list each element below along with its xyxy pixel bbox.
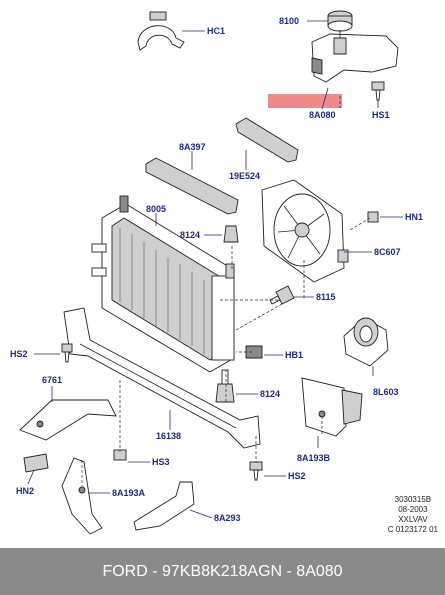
mount-8l603[interactable] (343, 317, 389, 367)
mount-8124-top[interactable] (223, 225, 239, 243)
fan-shroud-8c607[interactable] (261, 179, 349, 283)
seal-8a397[interactable] (145, 157, 239, 215)
label-hc1[interactable]: HC1 (207, 26, 225, 36)
label-hn1[interactable]: HN1 (405, 212, 423, 222)
label-8l603[interactable]: 8L603 (373, 387, 399, 397)
label-8100[interactable]: 8100 (279, 16, 299, 26)
bracket-8a193b[interactable] (301, 377, 363, 437)
sensor-8115[interactable] (269, 285, 295, 305)
expansion-tank-8a080[interactable] (311, 30, 399, 83)
bracket-8a193a[interactable] (61, 457, 103, 535)
radiator-8005[interactable] (91, 195, 235, 373)
label-6761[interactable]: 6761 (42, 375, 62, 385)
screw-hs2-left[interactable] (61, 343, 73, 363)
seal-19e524[interactable] (235, 117, 299, 163)
label-8124-top[interactable]: 8124 (180, 230, 200, 240)
parts-diagram: HC1 8100 8A080 HS1 8A397 19E524 8005 812… (10, 10, 423, 535)
screw-hs1[interactable] (371, 81, 385, 101)
label-hn2[interactable]: HN2 (16, 486, 34, 496)
reference-date: 08-2003 (398, 505, 428, 514)
label-8a080[interactable]: 8A080 (309, 110, 336, 120)
label-8a293[interactable]: 8A293 (214, 513, 241, 523)
reference-variant: XXLVAV (398, 515, 428, 524)
bracket-hb1[interactable] (245, 345, 263, 359)
label-8a193b[interactable]: 8A193B (297, 453, 331, 463)
label-8005[interactable]: 8005 (146, 204, 166, 214)
nut-hn1[interactable] (367, 211, 379, 223)
label-hb1[interactable]: HB1 (285, 350, 303, 360)
reference-code: 3030315B (394, 495, 432, 504)
screw-hs2-right[interactable] (249, 461, 263, 481)
selected-part-highlight (268, 94, 342, 108)
label-19e524[interactable]: 19E524 (229, 171, 260, 181)
alignment-lines (81, 96, 371, 486)
label-8a193a[interactable]: 8A193A (112, 488, 146, 498)
nut-hn2[interactable] (23, 453, 49, 473)
label-hs2-left[interactable]: HS2 (10, 349, 28, 359)
reference-catalog-number: C 0123172 01 (387, 525, 438, 534)
label-8124-bottom[interactable]: 8124 (260, 389, 280, 399)
bracket-6761[interactable] (19, 399, 117, 441)
label-hs3[interactable]: HS3 (152, 457, 170, 467)
label-16138[interactable]: 16138 (156, 431, 181, 441)
label-hs1[interactable]: HS1 (372, 110, 390, 120)
mount-8124-bottom[interactable] (215, 369, 235, 403)
label-8a397[interactable]: 8A397 (179, 142, 206, 152)
label-hs2-right[interactable]: HS2 (288, 471, 306, 481)
clamp-hc1[interactable] (137, 11, 185, 51)
label-8115[interactable]: 8115 (316, 292, 336, 302)
part-number-footer: FORD - 97KB8K218AG N - 8A080 (0, 548, 445, 595)
bracket-8a293[interactable] (133, 481, 195, 531)
footer-oem-number: FORD - 97KB8K218AG (102, 562, 271, 580)
footer-part-code: N - 8A080 (270, 562, 343, 580)
support-16138[interactable] (63, 307, 261, 449)
diagram-reference-info: 3030315B 08-2003 XXLVAV C 0123172 01 (388, 495, 438, 535)
leader-lines (27, 20, 403, 519)
label-8c607[interactable]: 8C607 (374, 247, 401, 257)
expansion-tank-cap-8100[interactable] (327, 10, 353, 32)
